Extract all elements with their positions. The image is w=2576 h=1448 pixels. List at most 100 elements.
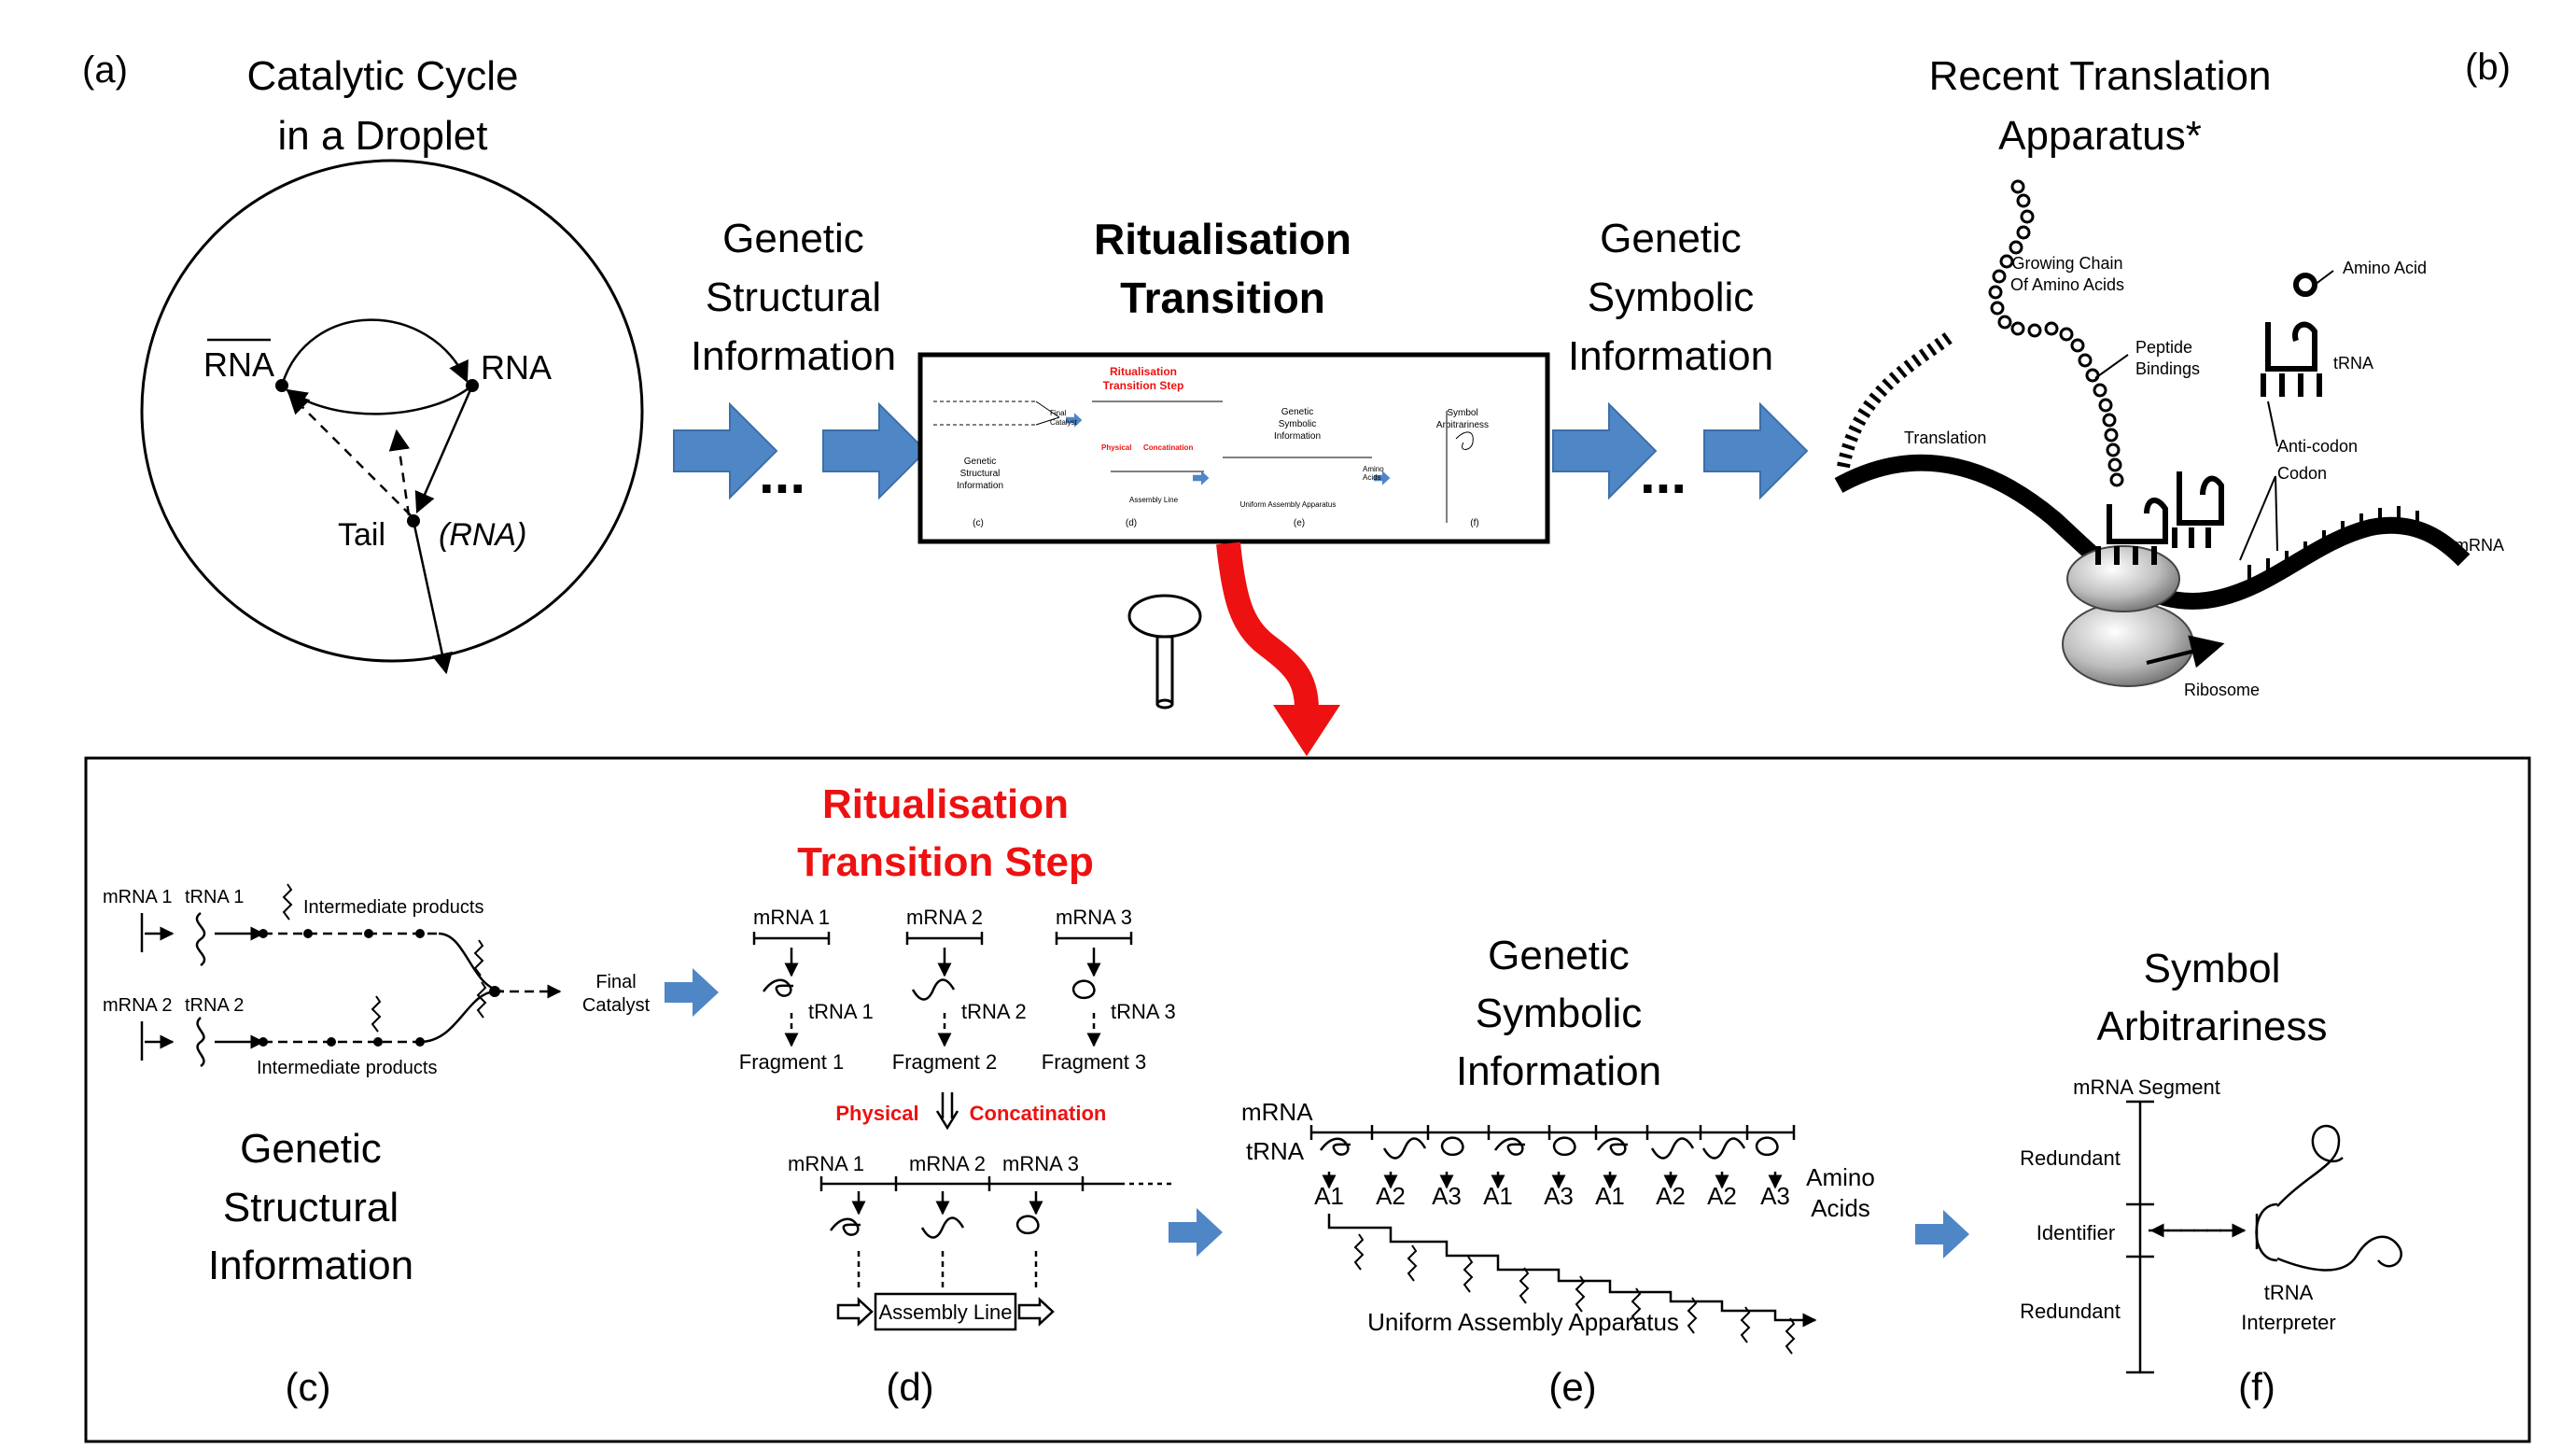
c-label-3: Information (208, 1243, 413, 1288)
panel-e: Genetic Symbolic Information mRNA tRNA A… (1241, 933, 1875, 1409)
f-redundant-bottom: Redundant (2020, 1300, 2121, 1323)
codon-label: Codon (2277, 464, 2327, 483)
panel-b-title-2: Apparatus* (1998, 113, 2202, 159)
rna-bar-label: RNA (203, 345, 274, 384)
e-title-1: Genetic (1488, 933, 1630, 978)
ellipsis-left: ... (759, 443, 805, 505)
f-redundant-top: Redundant (2020, 1146, 2121, 1170)
amino-label: A3 (1544, 1182, 1574, 1210)
block-arrow-icon (1169, 1208, 1223, 1257)
d-trna2: tRNA 2 (961, 1000, 1027, 1023)
thumb-gsi-2: Structural (960, 469, 1001, 479)
gsi-top-2: Structural (706, 274, 881, 320)
thumb-gsi-3: Information (957, 481, 1003, 491)
mrna-strand (1834, 454, 2471, 610)
d-trna1: tRNA 1 (808, 1000, 874, 1023)
rna-label: RNA (481, 348, 552, 387)
f-segment: mRNA Segment (2073, 1075, 2220, 1099)
c-intermediate-bottom: Intermediate products (257, 1058, 437, 1078)
thumb-final-2: Catalyst (1050, 418, 1078, 427)
thumb-gsym-2: Symbolic (1279, 419, 1317, 429)
panel-a-title-2: in a Droplet (277, 113, 487, 159)
e-title-2: Symbolic (1476, 991, 1643, 1036)
block-arrow-icon (822, 403, 927, 499)
panel-b-title-1: Recent Translation (1929, 53, 2272, 99)
block-arrow-icon (1915, 1210, 1969, 1258)
ritual-title-1: Ritualisation (1094, 215, 1351, 263)
magnifier-icon (1127, 594, 1202, 710)
c-mrna2: mRNA 2 (103, 995, 172, 1016)
thumb-final-1: Final (1050, 409, 1067, 417)
amino-label: A3 (1760, 1182, 1790, 1210)
d-mrna1: mRNA 1 (753, 906, 830, 929)
d-assembly: Assembly Line (878, 1300, 1012, 1324)
block-arrow-icon (1703, 403, 1808, 499)
panel-c-letter: (c) (286, 1365, 331, 1409)
panel-f-letter: (f) (2238, 1365, 2275, 1409)
e-mrna: mRNA (1241, 1098, 1313, 1126)
panel-e-letter: (e) (1548, 1365, 1596, 1409)
growing-chain-1: Growing Chain (2011, 254, 2122, 273)
c-mrna1: mRNA 1 (103, 887, 172, 907)
c-label-2: Structural (223, 1185, 399, 1230)
f-title-2: Arbitrariness (2097, 1004, 2328, 1049)
ribosome-large (2062, 601, 2194, 687)
d-mrna2: mRNA 2 (906, 906, 983, 929)
anti-codon-label: Anti-codon (2277, 437, 2358, 456)
ribosome-small (2066, 545, 2180, 612)
gsi-top-1: Genetic (722, 216, 864, 261)
gsym-top-3: Information (1568, 333, 1773, 379)
growing-chain-2: Of Amino Acids (2010, 275, 2124, 294)
gsym-top-1: Genetic (1600, 216, 1742, 261)
thumb-amino-2: Acids (1363, 473, 1381, 482)
panel-c: mRNA 1 tRNA 1 mRNA 2 tRNA 2 Intermediate… (103, 882, 719, 1409)
thumb-letter-c: (c) (973, 518, 984, 528)
e-amino-2: Acids (1811, 1194, 1870, 1222)
catalytic-cycle-graph: RNA RNA Tail (RNA) (203, 318, 552, 675)
gsym-top-2: Symbolic (1588, 274, 1755, 320)
ritualisation-thumbnail: Ritualisation Transition Step Genetic St… (917, 352, 1550, 544)
c-trna1: tRNA 1 (185, 887, 244, 907)
d-fragment1: Fragment 1 (739, 1050, 845, 1074)
thumb-sa-1: Symbol (1447, 408, 1477, 418)
d-physical: Physical (835, 1102, 918, 1125)
droplet-circle (140, 159, 644, 663)
amino-chain (1988, 179, 2124, 487)
f-interp-2: Interpreter (2241, 1311, 2336, 1334)
d-mrna3-b: mRNA 3 (1002, 1152, 1079, 1175)
curved-red-arrow-icon (1216, 541, 1340, 756)
amino-label: A1 (1314, 1182, 1344, 1210)
ellipsis-right: ... (1640, 443, 1687, 505)
thumb-letter-d: (d) (1126, 518, 1137, 528)
thumb-physical: Physical (1101, 443, 1131, 452)
f-identifier: Identifier (2037, 1221, 2115, 1244)
e-uniform: Uniform Assembly Apparatus (1367, 1308, 1679, 1336)
panel-d-letter: (d) (886, 1365, 933, 1409)
d-mrna2-b: mRNA 2 (909, 1152, 986, 1175)
d-title-1: Ritualisation (822, 781, 1069, 827)
panel-a: (a) Catalytic Cycle in a Droplet RNA RNA… (82, 49, 644, 675)
panel-b-letter: (b) (2465, 47, 2511, 88)
ribosome-label: Ribosome (2184, 681, 2260, 699)
thumb-title-1: Ritualisation (1110, 365, 1177, 378)
translation-label: Translation (1904, 429, 1986, 447)
c-trna2: tRNA 2 (185, 995, 244, 1016)
thumb-letter-f: (f) (1470, 518, 1478, 528)
thumb-title-2: Transition Step (1103, 379, 1184, 392)
amino-label: A2 (1707, 1182, 1737, 1210)
panel-b: (b) Recent Translation Apparatus* (1834, 47, 2511, 699)
d-title-2: Transition Step (797, 839, 1094, 885)
panel-f: Symbol Arbitrariness mRNA Segment Redund… (2020, 946, 2402, 1409)
trna-icon (2095, 273, 2322, 565)
amino-label: A2 (1656, 1182, 1686, 1210)
f-interp-1: tRNA (2264, 1281, 2314, 1304)
ritual-title-2: Transition (1120, 274, 1325, 322)
c-final-2: Catalyst (582, 995, 651, 1016)
e-amino-1: Amino (1806, 1163, 1875, 1191)
f-title-1: Symbol (2144, 946, 2281, 991)
thumb-assembly: Assembly Line (1129, 496, 1179, 504)
amino-acid-label: Amino Acid (2343, 259, 2427, 277)
d-trna3: tRNA 3 (1111, 1000, 1176, 1023)
thumb-gsym-3: Information (1274, 431, 1321, 442)
